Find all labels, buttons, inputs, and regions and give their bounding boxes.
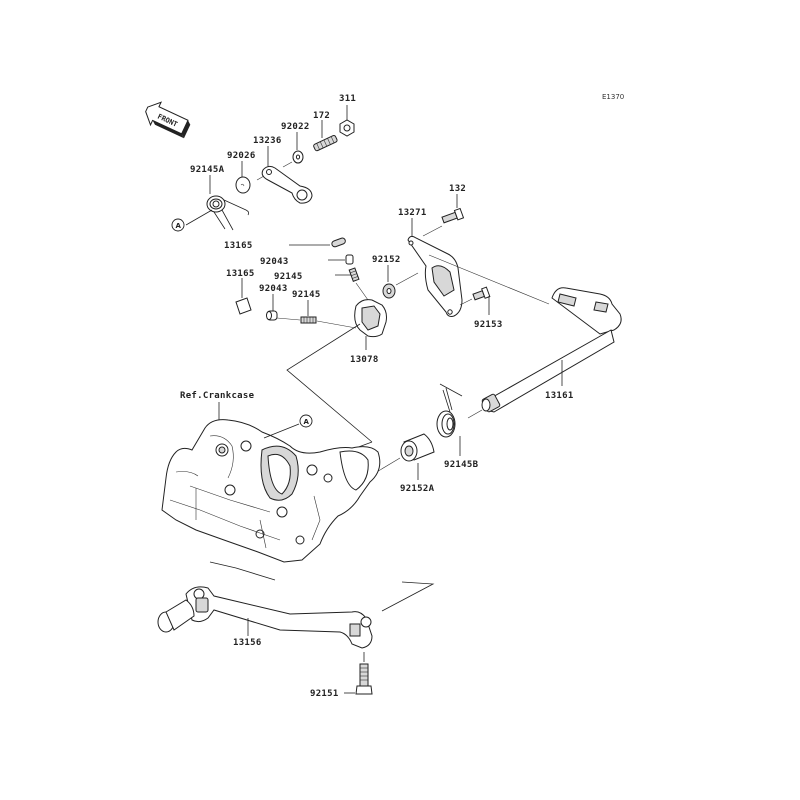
label-13236: 13236	[253, 136, 282, 146]
part-92151-bolt[interactable]: 92151	[310, 652, 373, 699]
label-92152: 92152	[372, 255, 401, 265]
part-13165-pawl-upper[interactable]: 13165	[224, 237, 346, 251]
part-132-bolt[interactable]: 132	[422, 184, 466, 237]
label-13156: 13156	[233, 638, 262, 648]
label-13161: 13161	[545, 391, 574, 401]
part-92043-pin-upper[interactable]: 92043	[260, 254, 354, 267]
label-132: 132	[449, 184, 466, 194]
part-13165-pawl-lower[interactable]: 13165	[226, 269, 255, 315]
part-92153-bolt[interactable]: 92153	[459, 286, 503, 330]
part-92022-washer[interactable]: 92022	[281, 122, 310, 168]
diagram-code: E1370	[602, 93, 624, 101]
label-92145-lower: 92145	[292, 290, 321, 300]
part-13271-plate[interactable]: 13271	[398, 208, 463, 317]
part-172-stud[interactable]: 172	[313, 111, 338, 152]
part-92152-washer[interactable]: 92152	[372, 255, 419, 299]
front-arrow-icon: FRONT	[145, 101, 191, 139]
part-311-nut[interactable]: 311	[339, 94, 356, 137]
part-92145B-spring[interactable]: 92145B	[436, 387, 479, 470]
part-13156-shift-pedal[interactable]: 13156	[157, 586, 373, 649]
svg-text:A: A	[304, 418, 310, 426]
label-92026: 92026	[227, 151, 256, 161]
label-92152A: 92152A	[400, 484, 435, 494]
label-172: 172	[313, 111, 330, 121]
part-92145-spring-lower[interactable]: 92145	[276, 290, 357, 329]
part-92043-pin-lower[interactable]: 92043	[259, 284, 288, 321]
part-92145A-spring[interactable]: 92145A	[185, 165, 250, 231]
part-92026-washer[interactable]: 92026	[227, 151, 256, 194]
label-92145B: 92145B	[444, 460, 479, 470]
part-13161-shaft[interactable]: 13161	[428, 254, 622, 419]
label-13271: 13271	[398, 208, 427, 218]
label-311: 311	[339, 94, 356, 104]
label-ref-crankcase: Ref.Crankcase	[180, 391, 255, 401]
label-13165-upper: 13165	[224, 241, 253, 251]
label-92153: 92153	[474, 320, 503, 330]
callout-a-crankcase: A	[299, 414, 313, 428]
label-92043-lower: 92043	[259, 284, 288, 294]
label-92022: 92022	[281, 122, 310, 132]
label-92145-upper: 92145	[274, 272, 303, 282]
label-92151: 92151	[310, 689, 339, 699]
crankcase-reference: Ref.Crankcase	[161, 391, 381, 563]
callout-a-top: A	[171, 218, 185, 232]
label-92145A: 92145A	[190, 165, 225, 175]
part-92145-spring-upper[interactable]: 92145	[274, 267, 369, 301]
part-13236-lever[interactable]: 13236	[253, 136, 313, 204]
label-13078: 13078	[350, 355, 379, 365]
svg-text:A: A	[176, 222, 182, 230]
label-92043-upper: 92043	[260, 257, 289, 267]
part-13078-ratchet[interactable]: 13078	[350, 299, 387, 365]
label-13165-lower: 13165	[226, 269, 255, 279]
